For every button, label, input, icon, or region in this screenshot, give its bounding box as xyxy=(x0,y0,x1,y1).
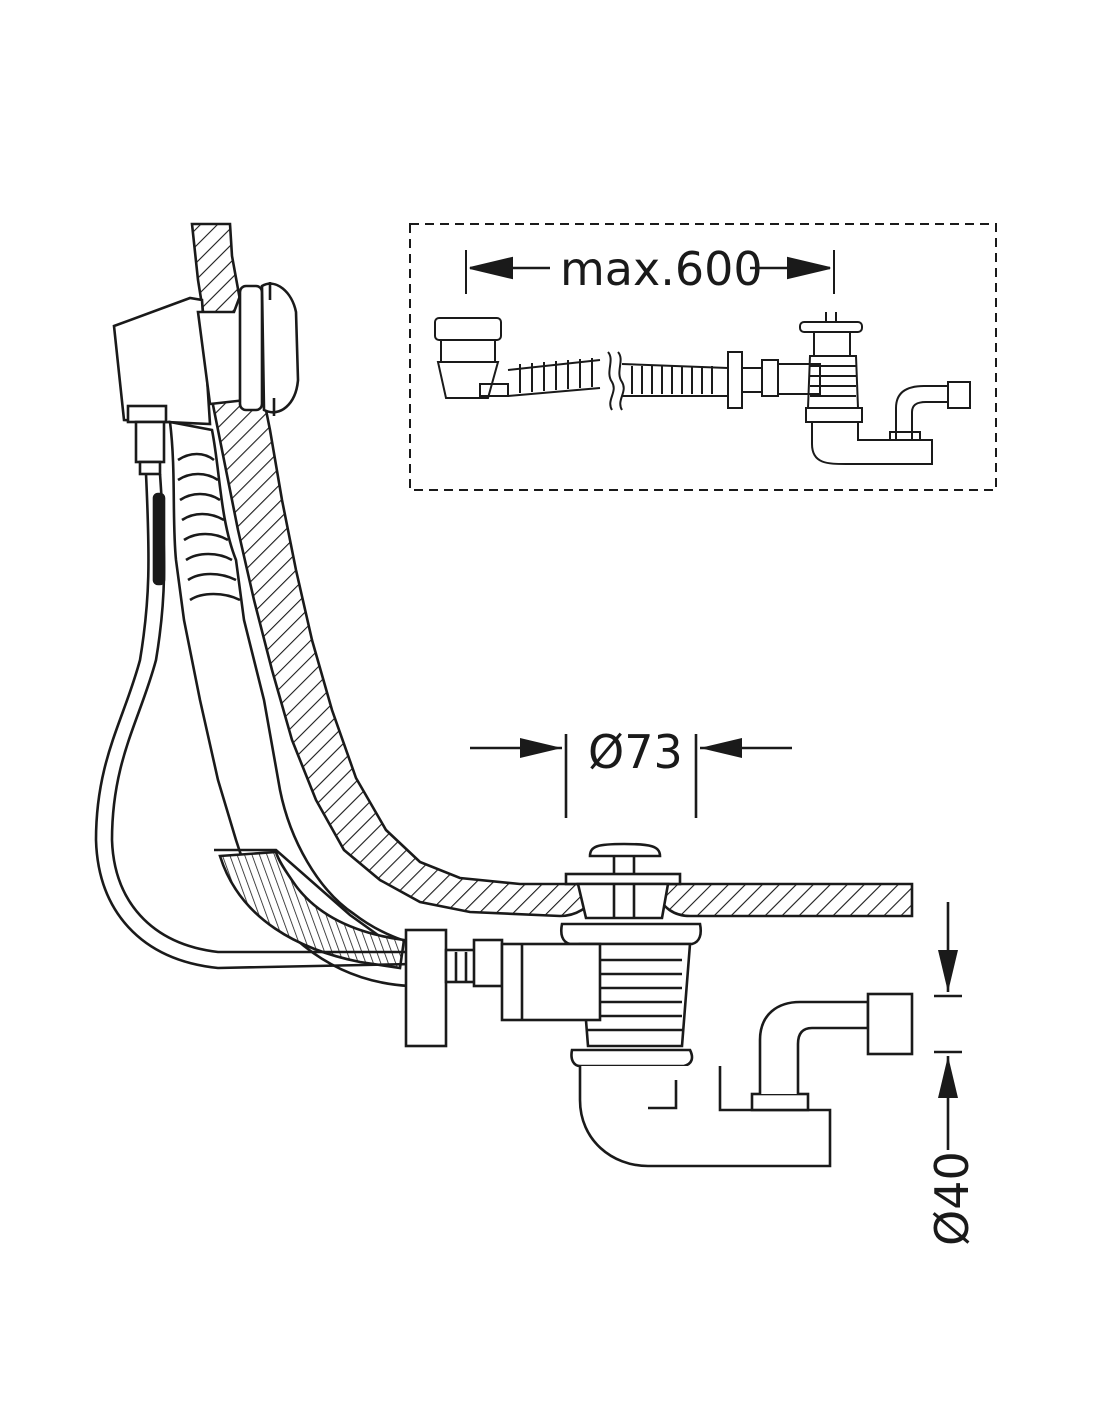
inset-overflow-head xyxy=(434,317,509,399)
outlet-diameter-label: Ø40 xyxy=(925,1151,979,1246)
inset-outlet-elbow xyxy=(889,381,971,441)
inset-dimension-line xyxy=(465,250,835,294)
drain-body xyxy=(559,922,832,1168)
drain-diameter-label: Ø73 xyxy=(588,725,683,779)
inset-dashed-frame xyxy=(409,223,997,491)
drain-dimension: Ø73 xyxy=(470,725,792,818)
outlet-elbow xyxy=(750,992,914,1112)
bathtub-wall-section xyxy=(190,222,914,918)
outlet-dimension: Ø40 xyxy=(925,902,979,1246)
drain-plug xyxy=(564,842,682,920)
inset-overview: max.600 xyxy=(409,223,997,491)
inset-max-length-label: max.600 xyxy=(560,242,763,296)
hose-connector xyxy=(404,928,602,1048)
inset-hose xyxy=(507,351,821,411)
control-cable xyxy=(94,404,413,970)
overflow-cap xyxy=(238,282,300,416)
inset-drain-valve xyxy=(799,312,933,465)
